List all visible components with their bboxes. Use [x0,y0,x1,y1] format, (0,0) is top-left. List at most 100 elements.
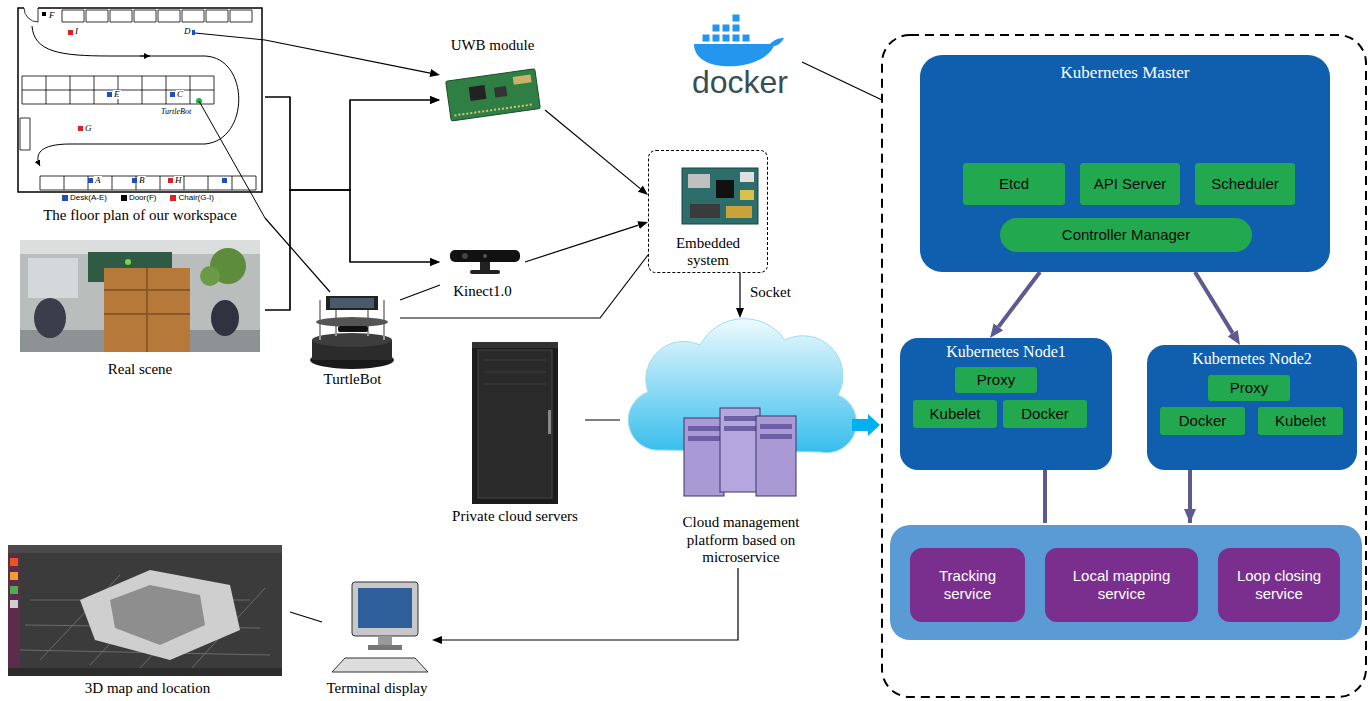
image-node: TurtleBot [305,292,400,390]
legend: Desk(A-E)Door(F)Chair(G-I) [62,194,214,203]
map-screenshot [8,545,282,676]
turtlebot-robot [330,298,374,308]
map-screenshot [110,585,205,645]
legend-item: Desk(A-E) [62,194,107,203]
connector [290,612,322,622]
uwb-board [513,74,532,84]
embedded-board [726,206,752,218]
kinect-sensor [470,270,500,274]
image-node: The floor plan of our workspace [15,5,265,226]
embedded-board [740,172,754,182]
box-label: Proxy [977,371,1015,388]
box-title: Kubernetes Node2 [1192,350,1312,368]
real-scene-photo [20,240,260,352]
uwb-board [454,104,533,115]
cloud-platform [760,434,792,439]
box-label: Kubelet [1275,412,1326,429]
plan-marker-label: G [84,124,93,133]
connector [1195,272,1233,333]
plan-marker-label: D [183,27,192,36]
caption: Real scene [108,361,173,378]
floor-plan-drawing [18,5,265,218]
legend-item: Door(F) [121,194,157,203]
dashed-box: Embedded system [648,150,768,273]
box-label: Tracking service [920,567,1015,603]
master-box: Kubernetes MasterEtcdAPI ServerScheduler… [920,55,1330,272]
plan-marker-label: C [176,90,184,99]
cloud-platform [724,426,756,431]
caption: Cloud management platform based on micro… [671,514,811,566]
uwb-board [446,69,541,121]
map-screenshot [10,586,18,594]
connector [265,218,330,292]
real-scene-photo [104,268,190,352]
kubernetes-cluster-frame [882,35,1366,697]
floor-plan-drawing [24,8,38,22]
uwb-board [469,85,487,101]
box-label: Local mapping service [1055,567,1188,603]
turtlebot-robot [310,296,394,369]
component-pill: Controller Manager [1000,218,1252,252]
floor-plan-drawing [42,12,46,16]
real-scene-photo [125,259,131,265]
connector [585,419,620,420]
kinect-sensor [450,250,520,274]
turtlebot-robot [316,317,388,327]
map-screenshot [10,558,18,566]
box-label: API Server [1094,175,1167,192]
kubernetes-cluster-frame [1045,470,1190,523]
floor-plan-drawing [222,178,227,183]
floor-plan-drawing [132,178,137,183]
plan-marker-label: TurtleBot [160,108,192,116]
map-screenshot [10,600,18,608]
floor-plan-drawing [68,30,73,35]
terminal-computer [352,582,418,636]
terminal-computer [332,582,428,672]
image-node: Terminal display [322,575,432,699]
plan-marker-label: E [113,90,121,99]
caption: UWB module [451,37,535,54]
embedded-board [716,180,734,198]
embedded-board [688,174,710,188]
component-box: Proxy [1208,375,1290,401]
box-title: Kubernetes Node1 [946,343,1066,361]
edge-label: Socket [748,284,793,301]
plan-marker-label: H [174,176,183,185]
caption: 3D map and location [85,680,210,697]
cloud-platform [684,418,724,496]
real-scene-photo [211,300,239,336]
map-screenshot [8,553,20,676]
floor-plan-drawing [140,56,150,57]
floor-plan-drawing [195,33,265,218]
floor-plan-drawing [168,178,173,183]
box-label: Docker [1021,405,1069,422]
component-box: Docker [1160,407,1245,435]
logo-node: docker [680,5,800,102]
cloud-platform [628,319,856,496]
docker-whale [702,14,750,42]
floor-plan-drawing [22,76,214,104]
cloud-platform [724,416,756,421]
box-label: Docker [1179,412,1227,429]
floor-plan-drawing [40,176,256,190]
turtlebot-robot [312,333,392,347]
floor-plan-drawing [24,5,38,10]
terminal-computer [378,636,392,645]
connector [400,255,648,318]
connector [400,285,440,300]
box-title: Kubernetes Master [1061,63,1190,83]
floor-plan-drawing [78,126,83,131]
server-rack [478,350,552,498]
terminal-computer [358,588,412,628]
server-rack [472,342,558,504]
floor-plan-drawing [32,26,239,166]
worker-node-box: Kubernetes Node1ProxyKubeletDocker [900,338,1112,470]
real-scene-photo [200,266,220,286]
component-box: Scheduler [1195,163,1295,205]
kinect-sensor [480,262,490,270]
connector [442,568,738,640]
plan-marker-label: A [94,176,102,185]
map-screenshot [10,572,18,580]
image-node: 3D map and location [5,542,290,699]
floor-plan-drawing [190,30,195,35]
